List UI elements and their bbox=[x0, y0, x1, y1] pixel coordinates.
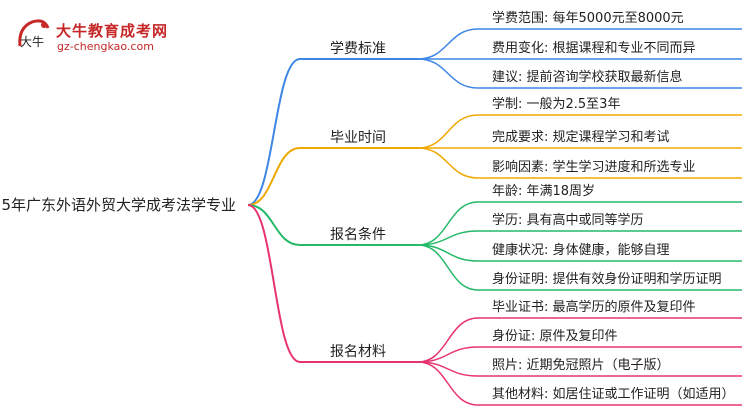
leaf-connector bbox=[417, 114, 479, 149]
leaf-label: 建议: 提前咨询学校获取最新信息 bbox=[492, 69, 683, 85]
mindmap-edges bbox=[247, 28, 742, 406]
leaf-label: 费用变化: 根据课程和专业不同而异 bbox=[492, 40, 696, 56]
logo-mark-text: 大牛 bbox=[20, 34, 44, 49]
mindmap-nodes: 2025年广东外语外贸大学成考法学专业 学费标准 学费范围: 每年5000元至800… bbox=[0, 10, 735, 402]
branch-connector bbox=[247, 147, 301, 206]
leaf-connector bbox=[417, 201, 479, 246]
leaf-label: 学制: 一般为2.5至3年 bbox=[492, 96, 620, 112]
leaf-label: 影响因素: 学生学习进度和所选专业 bbox=[492, 159, 696, 175]
leaf-label: 照片: 近期免冠照片（电子版） bbox=[492, 358, 670, 373]
logo-mark-icon: 大牛 bbox=[18, 19, 50, 49]
leaf-label: 完成要求: 规定课程学习和考试 bbox=[492, 129, 670, 145]
leaf-connector bbox=[417, 244, 479, 291]
root-label: 2025年广东外语外贸大学成考法学专业 bbox=[0, 196, 236, 214]
leaf-label: 学费范围: 每年5000元至8000元 bbox=[492, 10, 684, 26]
branch-connector bbox=[247, 204, 301, 246]
logo-title: 大牛教育成考网 bbox=[56, 22, 169, 40]
leaf-connector bbox=[417, 244, 479, 262]
leaf-label: 学历: 具有高中或同等学历 bbox=[492, 212, 644, 228]
leaf-connector bbox=[417, 346, 479, 363]
leaf-connector bbox=[417, 361, 479, 406]
leaf-label: 其他材料: 如居住证或工作证明（如适用） bbox=[492, 386, 735, 402]
branch-label: 报名条件 bbox=[330, 226, 386, 243]
leaf-label: 身份证: 原件及复印件 bbox=[492, 328, 618, 344]
leaf-connector bbox=[417, 58, 479, 89]
branch-connector bbox=[247, 58, 301, 206]
branch-label: 报名材料 bbox=[330, 344, 386, 360]
leaf-label: 毕业证书: 最高学历的原件及复印件 bbox=[492, 299, 696, 315]
leaf-label: 年龄: 年满18周岁 bbox=[492, 184, 595, 199]
branch-connector bbox=[247, 204, 301, 363]
leaf-connector bbox=[417, 317, 479, 363]
leaf-label: 健康状况: 身体健康，能够自理 bbox=[492, 242, 670, 258]
site-logo[interactable]: 大牛 大牛教育成考网 gz-chengkao.com bbox=[14, 16, 184, 56]
logo-url: gz-chengkao.com bbox=[57, 40, 154, 53]
leaf-connector bbox=[417, 147, 479, 179]
leaf-label: 身份证明: 提供有效身份证明和学历证明 bbox=[492, 271, 722, 287]
branch-label: 学费标准 bbox=[330, 41, 386, 57]
branch-label: 毕业时间 bbox=[330, 130, 386, 146]
leaf-connector bbox=[417, 230, 479, 246]
leaf-connector bbox=[417, 28, 479, 60]
